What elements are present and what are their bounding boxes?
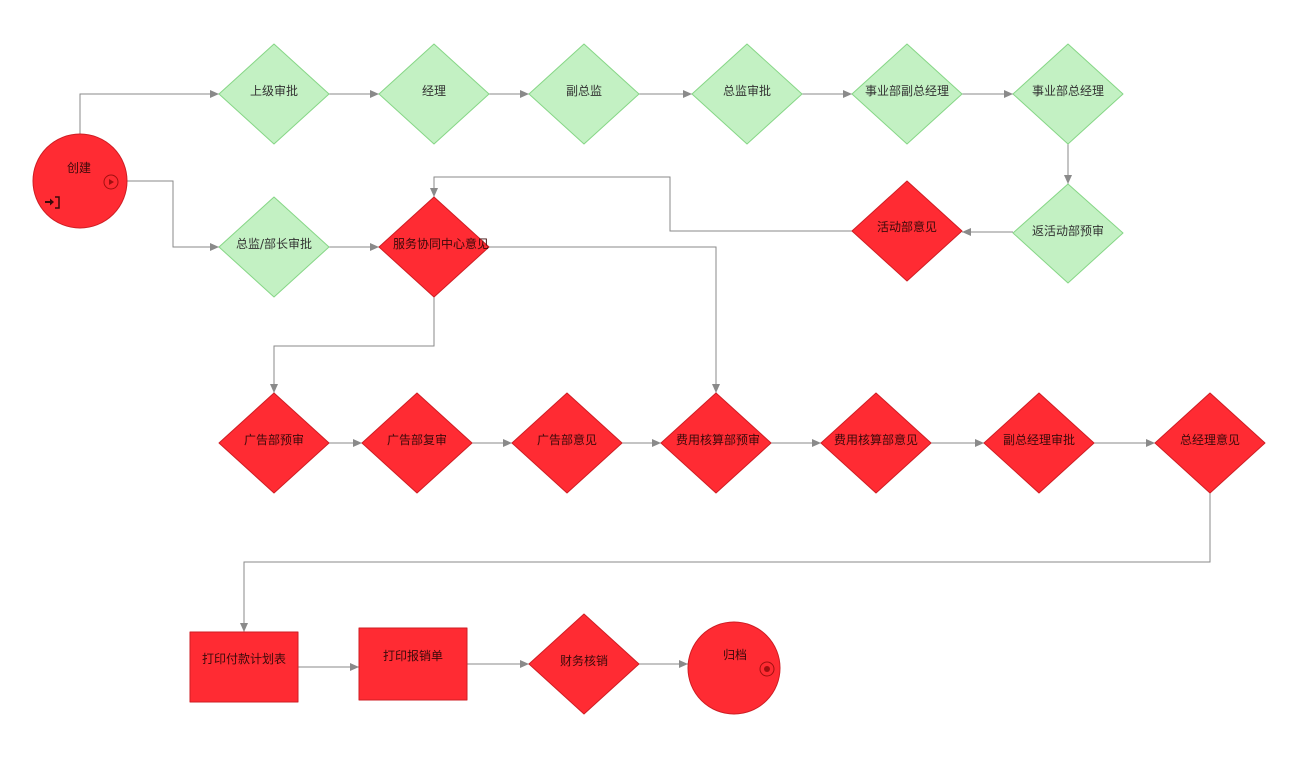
node-label: 上级审批 <box>250 83 298 98</box>
edge-start-to-director-minister <box>127 180 219 251</box>
node-label: 财务核销 <box>560 653 608 668</box>
node-manager[interactable]: 经理 <box>378 43 490 145</box>
node-label: 副总经理审批 <box>1003 432 1075 447</box>
node-division-gm[interactable]: 事业部总经理 <box>1012 43 1124 145</box>
node-label: 总经理意见 <box>1180 432 1240 447</box>
diamond-shape[interactable] <box>218 392 330 494</box>
node-label: 事业部副总经理 <box>865 83 949 98</box>
edge-service-center-to-cost-pre-review <box>489 246 720 393</box>
edge-service-center-to-ad-pre-review <box>270 297 435 393</box>
node-cost-pre-review[interactable]: 费用核算部预审 <box>660 392 772 494</box>
node-label: 打印报销单 <box>383 648 443 663</box>
diamond-shape[interactable] <box>660 392 772 494</box>
node-label: 服务协同中心意见 <box>393 236 489 251</box>
edge-gm-opinion-to-print-payment <box>240 493 1211 632</box>
node-return-activity-pre-review[interactable]: 返活动部预审 <box>1012 183 1124 284</box>
stop-icon[interactable] <box>759 661 775 677</box>
diamond-shape[interactable] <box>218 196 330 298</box>
node-print-reimbursement[interactable]: 打印报销单 <box>358 627 468 701</box>
diamond-shape[interactable] <box>1012 183 1124 284</box>
node-label: 总监审批 <box>723 83 771 98</box>
start-circle[interactable] <box>32 133 128 229</box>
diamond-shape[interactable] <box>528 43 640 145</box>
diamond-shape[interactable] <box>820 392 932 494</box>
node-director-minister-approval[interactable]: 总监/部长审批 <box>218 196 330 298</box>
diamond-shape[interactable] <box>361 392 473 494</box>
node-label: 创建 <box>67 161 91 175</box>
diamond-shape[interactable] <box>528 613 640 715</box>
node-label: 事业部总经理 <box>1032 83 1104 98</box>
node-director-approval[interactable]: 总监审批 <box>691 43 803 145</box>
node-label: 返活动部预审 <box>1032 223 1104 238</box>
node-superior-approval[interactable]: 上级审批 <box>218 43 330 145</box>
edge-activity-opinion-to-service-center <box>430 176 852 232</box>
node-activity-dept-opinion[interactable]: 活动部意见 <box>851 180 963 282</box>
node-label: 总监/部长审批 <box>236 236 312 251</box>
node-gm-opinion[interactable]: 总经理意见 <box>1154 392 1266 494</box>
node-label: 费用核算部预审 <box>676 432 760 447</box>
node-label: 广告部复审 <box>387 432 447 447</box>
node-ad-pre-review[interactable]: 广告部预审 <box>218 392 330 494</box>
node-label: 归档 <box>723 648 747 662</box>
diamond-shape[interactable] <box>511 392 623 494</box>
play-icon[interactable] <box>103 174 119 190</box>
node-label: 经理 <box>422 84 446 98</box>
node-cost-opinion[interactable]: 费用核算部意见 <box>820 392 932 494</box>
diamond-shape[interactable] <box>1012 43 1124 145</box>
node-division-deputy-gm[interactable]: 事业部副总经理 <box>851 43 963 145</box>
node-print-payment-plan[interactable]: 打印付款计划表 <box>189 631 299 703</box>
node-finance-writeoff[interactable]: 财务核销 <box>528 613 640 715</box>
node-deputy-director[interactable]: 副总监 <box>528 43 640 145</box>
edge-start-to-superior-approval <box>79 90 219 134</box>
diamond-shape[interactable] <box>378 196 490 298</box>
node-label: 广告部意见 <box>537 432 597 447</box>
node-label: 活动部意见 <box>877 219 937 234</box>
task-rect[interactable] <box>358 627 468 701</box>
edges <box>79 90 1211 671</box>
task-rect[interactable] <box>189 631 299 703</box>
node-label: 费用核算部意见 <box>834 432 918 447</box>
diamond-shape[interactable] <box>1154 392 1266 494</box>
node-label: 打印付款计划表 <box>202 652 286 666</box>
node-service-center-opinion[interactable]: 服务协同中心意见 <box>378 196 490 298</box>
node-start[interactable]: 创建 <box>32 133 128 229</box>
enter-icon <box>45 196 60 209</box>
diamond-shape[interactable] <box>218 43 330 145</box>
node-label: 副总监 <box>566 84 602 98</box>
node-ad-opinion[interactable]: 广告部意见 <box>511 392 623 494</box>
node-deputy-gm-approval[interactable]: 副总经理审批 <box>983 392 1095 494</box>
diamond-shape[interactable] <box>691 43 803 145</box>
node-label: 广告部预审 <box>244 432 304 447</box>
diamond-shape[interactable] <box>983 392 1095 494</box>
node-archive[interactable]: 归档 <box>687 621 781 715</box>
diamond-shape[interactable] <box>378 43 490 145</box>
end-circle[interactable] <box>687 621 781 715</box>
diamond-shape[interactable] <box>851 43 963 145</box>
node-ad-re-review[interactable]: 广告部复审 <box>361 392 473 494</box>
diamond-shape[interactable] <box>851 180 963 282</box>
